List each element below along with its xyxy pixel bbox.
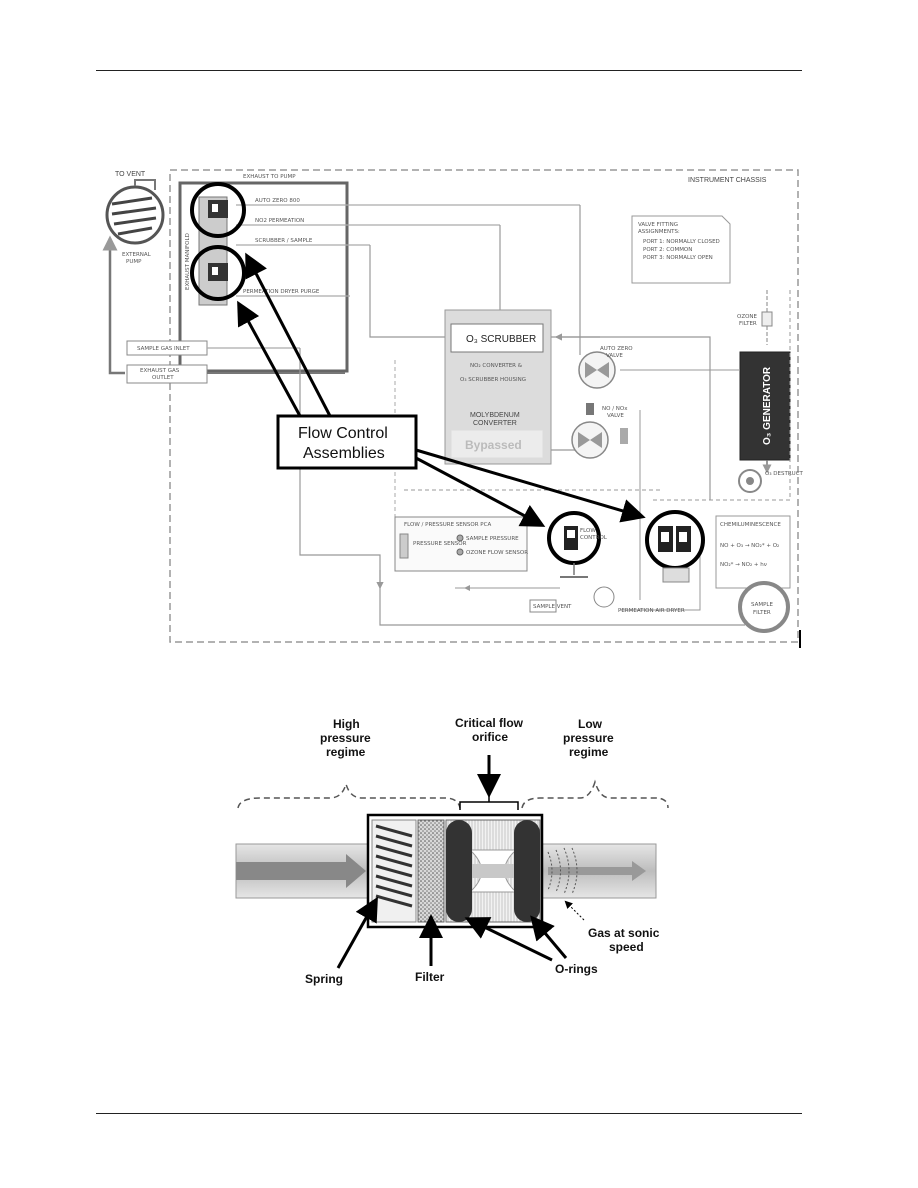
svg-text:CHEMILUMINESCENCE: CHEMILUMINESCENCE — [720, 522, 781, 528]
high-pressure-label-1: High — [333, 717, 360, 731]
flow-control-circle-1 — [190, 182, 246, 238]
orifice-diagram: High pressure regime Critical flow orifi… — [235, 716, 669, 986]
svg-text:AUTO ZERO: AUTO ZERO — [600, 346, 633, 352]
svg-text:PORT 2: COMMON: PORT 2: COMMON — [643, 247, 692, 253]
valve-fitting-note — [631, 215, 731, 284]
svg-text:O₃ SCRUBBER HOUSING: O₃ SCRUBBER HOUSING — [460, 377, 526, 383]
svg-text:CONVERTER: CONVERTER — [473, 420, 517, 427]
callout-arrow-1 — [245, 252, 332, 417]
spring-icon — [375, 824, 413, 908]
critical-orifice-label-1: Critical flow — [455, 716, 524, 730]
exhaust-manifold-box — [178, 181, 349, 373]
callout-line-1: Flow Control — [298, 425, 388, 442]
svg-text:PORT 1: NORMALLY CLOSED: PORT 1: NORMALLY CLOSED — [643, 239, 720, 245]
orings-label: O-rings — [555, 962, 598, 976]
sample-vent-box — [529, 599, 557, 613]
svg-text:SAMPLE VENT: SAMPLE VENT — [533, 604, 572, 610]
svg-text:PORT 3: NORMALLY OPEN: PORT 3: NORMALLY OPEN — [643, 255, 713, 261]
sample-filter-icon — [738, 581, 790, 633]
spring-arrow — [336, 896, 378, 969]
svg-text:VALVE: VALVE — [606, 353, 623, 359]
o3-scrubber-label: O₃ SCRUBBER — [466, 334, 536, 345]
svg-text:OUTLET: OUTLET — [152, 375, 174, 381]
filter-label: Filter — [415, 970, 445, 984]
svg-text:VALVE: VALVE — [607, 413, 624, 419]
high-pressure-label-3: regime — [326, 745, 366, 759]
svg-text:FILTER: FILTER — [753, 610, 771, 616]
svg-text:SAMPLE PRESSURE: SAMPLE PRESSURE — [466, 536, 519, 542]
svg-text:PERMEATION AIR DRYER: PERMEATION AIR DRYER — [618, 608, 685, 614]
high-pressure-label-2: pressure — [320, 731, 371, 745]
callout-arrow-2 — [237, 300, 302, 417]
low-pressure-label-3: regime — [569, 745, 609, 759]
svg-text:O₃ DESTRUCT: O₃ DESTRUCT — [765, 471, 804, 477]
callout-line-2: Assemblies — [303, 445, 385, 462]
instrument-chassis-border — [169, 169, 799, 643]
o3-generator — [739, 351, 791, 461]
svg-text:NO / NOx: NO / NOx — [602, 406, 628, 412]
high-pressure-bracket — [237, 781, 461, 809]
svg-text:FLOW: FLOW — [580, 528, 596, 534]
callout-arrow-3 — [415, 456, 546, 527]
svg-text:MOLYBDENUM: MOLYBDENUM — [470, 412, 520, 419]
reaction-formula-box — [715, 515, 791, 589]
manifold-line-4: PERMEATION DRYER PURGE — [243, 289, 320, 295]
critical-orifice-label-2: orifice — [472, 730, 508, 744]
svg-text:NO₂ CONVERTER &: NO₂ CONVERTER & — [470, 363, 523, 369]
spring-label: Spring — [305, 972, 343, 986]
filter-icon — [417, 819, 445, 923]
header-rule — [96, 70, 802, 71]
svg-text:PUMP: PUMP — [126, 259, 142, 265]
gas-sonic-label-1: Gas at sonic — [588, 926, 660, 940]
gas-sonic-label-2: speed — [609, 940, 644, 954]
to-vent-label: TO VENT — [115, 171, 146, 178]
bypassed-label: Bypassed — [465, 438, 522, 452]
external-pump-label: EXTERNAL — [122, 252, 152, 258]
low-pressure-label-2: pressure — [563, 731, 614, 745]
o3-generator-label: O₃ GENERATOR — [762, 366, 773, 445]
pneumatic-diagram: INSTRUMENT CHASSIS TO VENT EXTERNAL PUMP… — [102, 169, 804, 648]
sonic-waves-icon — [547, 847, 578, 895]
instrument-chassis-label: INSTRUMENT CHASSIS — [688, 177, 767, 184]
svg-text:EXHAUST MANIFOLD: EXHAUST MANIFOLD — [185, 233, 191, 290]
svg-text:FILTER: FILTER — [739, 321, 757, 327]
oring-arrow-2 — [530, 915, 568, 959]
manifold-line-3: SCRUBBER / SAMPLE — [255, 238, 313, 244]
svg-text:FLOW / PRESSURE SENSOR PCA: FLOW / PRESSURE SENSOR PCA — [404, 522, 491, 528]
low-pressure-bracket — [521, 779, 669, 809]
o-ring-right — [514, 820, 540, 922]
bypassed-box — [450, 429, 544, 459]
svg-text:OZONE FLOW SENSOR: OZONE FLOW SENSOR — [466, 550, 528, 556]
pressure-sensor-pca — [394, 516, 528, 572]
svg-text:NO₂* → NO₂ + hν: NO₂* → NO₂ + hν — [720, 562, 767, 568]
footer-rule — [96, 1113, 802, 1114]
manifold-line-1: AUTO ZERO 800 — [255, 198, 300, 204]
svg-text:CONTROL: CONTROL — [580, 535, 608, 541]
svg-text:SAMPLE: SAMPLE — [751, 602, 773, 608]
callout-arrow-4 — [415, 448, 646, 523]
svg-text:SAMPLE GAS INLET: SAMPLE GAS INLET — [137, 346, 190, 352]
low-pressure-label-1: Low — [578, 717, 603, 731]
flow-control-circle-2 — [190, 245, 246, 301]
flow-control-circle-4 — [645, 510, 705, 570]
oring-arrow-1 — [464, 917, 553, 962]
svg-text:EXHAUST TO PUMP: EXHAUST TO PUMP — [243, 174, 296, 180]
o3-scrubber-box — [450, 323, 544, 353]
svg-text:EXHAUST GAS: EXHAUST GAS — [140, 368, 180, 374]
svg-text:OZONE: OZONE — [737, 314, 758, 320]
flow-control-callout — [276, 414, 418, 470]
svg-text:NO + O₃ → NO₂* + O₂: NO + O₃ → NO₂* + O₂ — [720, 543, 779, 549]
svg-text:PRESSURE SENSOR: PRESSURE SENSOR — [413, 541, 467, 547]
o-ring-left — [446, 820, 472, 922]
svg-text:VALVE FITTING: VALVE FITTING — [638, 222, 678, 228]
manifold-line-2: NO2 PERMEATION — [255, 218, 304, 224]
svg-text:ASSIGNMENTS:: ASSIGNMENTS: — [638, 229, 680, 235]
